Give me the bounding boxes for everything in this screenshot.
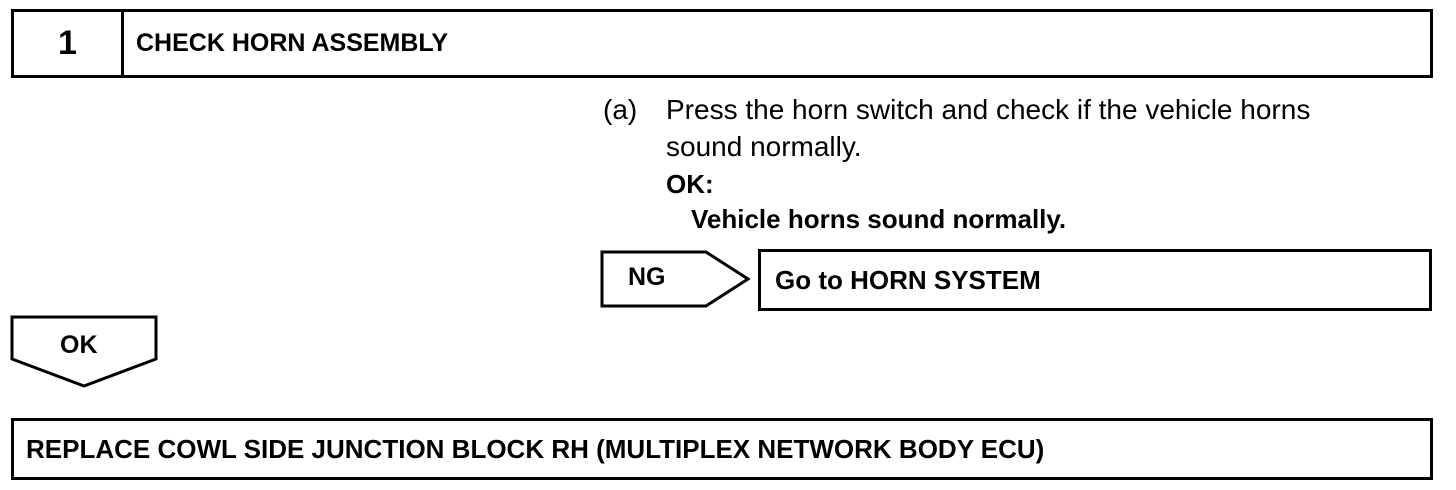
step-header: 1 CHECK HORN ASSEMBLY — [11, 9, 1433, 78]
step-number: 1 — [14, 12, 124, 75]
ng-label: NG — [628, 263, 666, 291]
ng-arrow-icon — [600, 250, 751, 308]
ok-branch-label: OK — [60, 331, 98, 359]
instruction-line-1: Press the horn switch and check if the v… — [666, 94, 1311, 125]
ok-criteria-label: OK: — [666, 169, 714, 199]
ng-result-box: Go to HORN SYSTEM — [758, 249, 1432, 311]
ok-criteria-value: Vehicle horns sound normally. — [691, 204, 1067, 234]
ok-arrow-down-icon — [10, 315, 158, 388]
instruction-letter: (a) — [603, 94, 638, 125]
replace-action-box: REPLACE COWL SIDE JUNCTION BLOCK RH (MUL… — [11, 418, 1433, 480]
step-title: CHECK HORN ASSEMBLY — [136, 29, 449, 57]
instruction-line-2: sound normally. — [666, 131, 862, 162]
